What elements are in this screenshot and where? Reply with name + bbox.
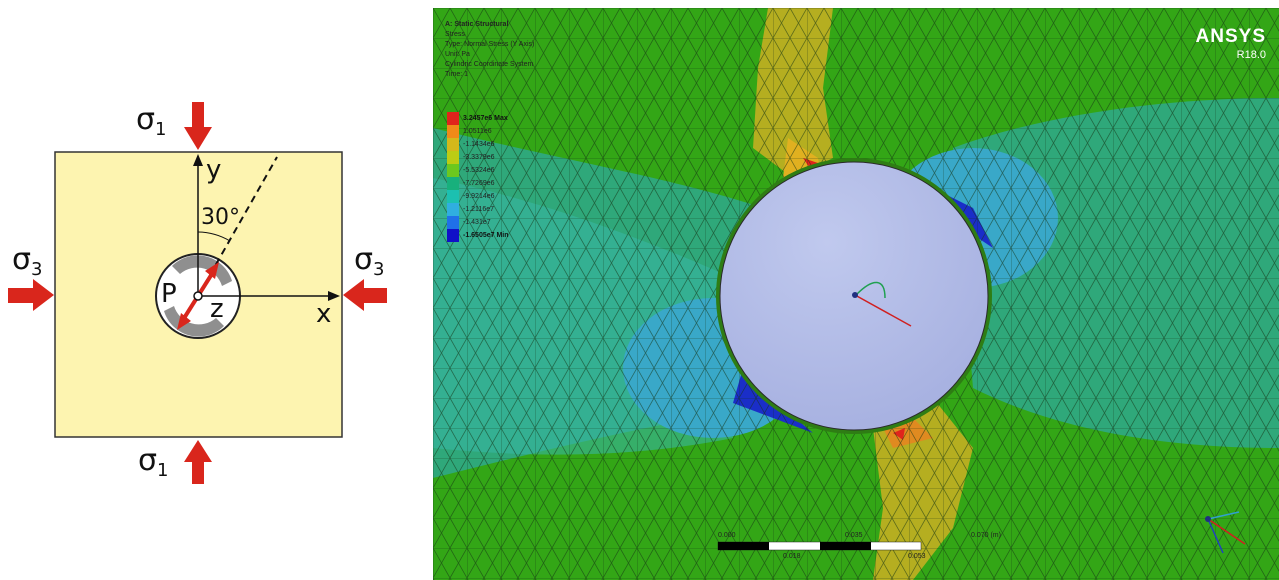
legend-swatch xyxy=(447,203,459,216)
legend-swatch xyxy=(447,177,459,190)
sigma3-left-label: σ3 xyxy=(12,242,43,280)
corner-triad-z xyxy=(1207,518,1224,554)
ansys-logo: ANSYS R18.0 xyxy=(1196,26,1266,61)
brand-version: R18.0 xyxy=(1236,49,1266,61)
legend-value: 3.2457e6 Max xyxy=(463,115,508,122)
legend-value: -1.1434e6 xyxy=(463,141,495,148)
legend-row: -1.1434e6 xyxy=(447,138,509,151)
z-arrowhead-upper xyxy=(205,262,219,279)
result-name: Stress xyxy=(445,31,465,38)
scale-label-0: 0.000 xyxy=(718,532,736,539)
scale-bar-seg3 xyxy=(820,542,871,550)
result-time: Time: 1 xyxy=(445,71,469,78)
y-axis-label: y xyxy=(206,155,222,185)
legend-value: -3.3379e6 xyxy=(463,154,495,161)
fea-result-view[interactable]: A: Static Structural Stress Type: Normal… xyxy=(433,8,1279,580)
center-triad-origin xyxy=(852,292,858,298)
corner-triad-y xyxy=(1207,511,1240,520)
scale-label-3: 0.018 xyxy=(783,553,801,560)
x-axis-label: x xyxy=(316,299,332,329)
legend-swatch xyxy=(447,151,459,164)
corner-triad-x xyxy=(1207,518,1246,545)
angle-arc xyxy=(197,231,231,242)
z-axis-label: z xyxy=(210,294,224,324)
scale-label-1: 0.035 xyxy=(845,532,863,539)
legend-value: 1.0511e6 xyxy=(463,128,492,135)
legend-row: -1.6505e7 Min xyxy=(447,229,509,242)
x-axis-arrowhead xyxy=(328,291,340,301)
legend-swatch xyxy=(447,164,459,177)
scale-label-2: 0.070 (m) xyxy=(971,532,1001,539)
legend-row: -5.5324e6 xyxy=(447,164,509,177)
angle-label: 30° xyxy=(201,205,240,230)
y-axis-arrowhead xyxy=(193,154,203,166)
sigma3-right-label: σ3 xyxy=(354,242,385,280)
legend-swatch xyxy=(447,112,459,125)
legend-swatch xyxy=(447,216,459,229)
result-header: A: Static Structural Stress Type: Normal… xyxy=(445,20,534,80)
brand-name: ANSYS xyxy=(1195,26,1266,47)
sigma3-right-arrow xyxy=(343,279,387,311)
corner-triad-origin xyxy=(1205,516,1211,522)
legend-value: -5.5324e6 xyxy=(463,167,495,174)
point-p-label: P xyxy=(161,279,177,309)
legend-value: -1.431e7 xyxy=(463,219,491,226)
sigma3-left-arrow xyxy=(8,279,54,311)
sigma1-bottom-label: σ1 xyxy=(138,443,169,481)
contour-canvas xyxy=(433,8,1279,580)
result-unit: Unit: Pa xyxy=(445,51,470,58)
legend-value: -9.9214e6 xyxy=(463,193,495,200)
legend-row: 3.2457e6 Max xyxy=(447,112,509,125)
sigma1-top-arrow xyxy=(184,102,212,150)
legend-row: -3.3379e6 xyxy=(447,151,509,164)
legend-value: -1.2116e7 xyxy=(463,206,495,213)
legend-row: -1.2116e7 xyxy=(447,203,509,216)
legend-row: -9.9214e6 xyxy=(447,190,509,203)
legend-value: -1.6505e7 Min xyxy=(463,232,509,239)
center-triad-x xyxy=(854,294,912,327)
contour-legend[interactable]: 3.2457e6 Max 1.0511e6 -1.1434e6 -3.3379e6 -5… xyxy=(447,112,509,242)
legend-swatch xyxy=(447,138,459,151)
diagram-canvas xyxy=(8,102,387,484)
legend-swatch xyxy=(447,190,459,203)
scale-label-4: 0.053 xyxy=(908,553,926,560)
legend-swatch xyxy=(447,125,459,138)
coordinate-system: Cylindric Coordinate System xyxy=(445,61,534,68)
legend-row: 1.0511e6 xyxy=(447,125,509,138)
sigma1-bottom-arrow xyxy=(184,440,212,484)
center-triad-rotation xyxy=(856,281,886,299)
sigma1-top-label: σ1 xyxy=(136,102,167,140)
result-type: Type: Normal Stress (Y Axis) xyxy=(445,41,535,48)
scale-bar-seg1 xyxy=(718,542,769,550)
point-p xyxy=(193,291,203,301)
z-arrowhead-lower xyxy=(177,313,191,330)
legend-row: -7.7269e6 xyxy=(447,177,509,190)
breakout-lower xyxy=(164,306,224,337)
legend-value: -7.7269e6 xyxy=(463,180,495,187)
stress-diagram: σ1 σ1 σ3 σ3 y x z P 30° xyxy=(0,0,420,580)
legend-swatch xyxy=(447,229,459,242)
analysis-title: A: Static Structural xyxy=(445,21,509,28)
legend-row: -1.431e7 xyxy=(447,216,509,229)
